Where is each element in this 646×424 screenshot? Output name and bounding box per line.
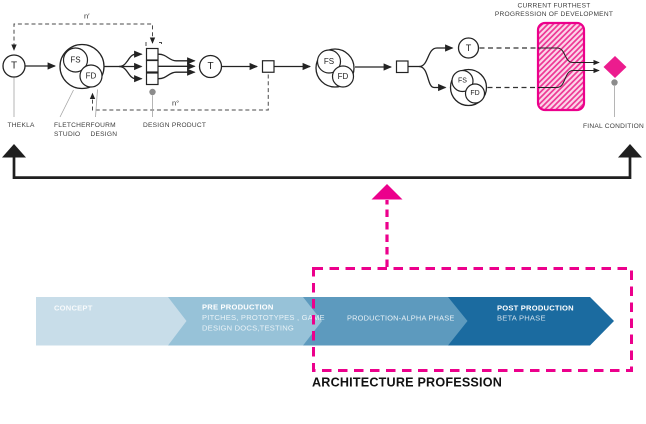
fs-circle [62,47,89,73]
fd-letter: FD [338,72,349,81]
final-condition-diamond [603,56,627,78]
progression-block [536,21,586,112]
header-label-2: PROGRESSION OF DEVELOPMENT [495,11,613,18]
stage-post-production-title: POST PRODUCTION [497,304,574,313]
fourm-label-1: FOURM [91,122,116,129]
block-exit-top [538,47,600,66]
bracket-marks [145,42,162,46]
stage-post-production [448,297,614,346]
t2-node-circle [198,54,223,79]
merge-top [158,53,196,65]
studio-node-1: FS FD [59,43,105,90]
stage-production-alpha [303,297,468,346]
n-prime-label: n′ [84,12,90,21]
span-arrowhead-left [2,144,26,158]
pink-arrowhead [371,184,403,200]
stage-pre-production-line1: PITCHES, PROTOTYPES , GAME [202,313,325,322]
pink-up-arrow [371,184,403,267]
span-arrowhead-right [618,144,642,158]
fletcher-pointer-line [59,89,74,118]
span-arrow [2,144,642,179]
t2-node-letter: T [207,61,213,72]
final-anchor-dot [611,79,618,86]
merge-bottom [158,68,196,80]
fs-circle [451,69,474,93]
final-condition-label: FINAL CONDITION [583,123,644,130]
milestone-square-1 [261,60,275,73]
feedback-loop-n-iter [89,74,269,111]
product-square-2 [145,59,159,73]
stage-pre-production-line2: DESIGN DOCS,TESTING [202,324,294,333]
top-flow-diagram: n′ n° T FS FD T [2,3,644,138]
design-product-label: DESIGN PRODUCT [143,122,206,129]
stage-pre-production-title: PRE PRODUCTION [202,303,274,312]
product-anchor-dot [149,88,156,96]
stage-production-alpha-title: PRODUCTION-ALPHA PHASE [347,314,454,323]
thekla-label: THEKLA [8,122,36,129]
t3-node-circle [457,37,480,59]
fs-letter: FS [70,56,80,65]
fs-letter: FS [324,57,334,66]
thekla-node-letter: T [11,61,17,72]
studio-node-2: FS FD [315,48,355,88]
split-branch-bottom [118,65,143,83]
thekla-node-circle [2,54,26,78]
product-square-3 [145,72,159,86]
span-arrow-line [12,157,632,179]
fs-letter: FS [458,78,467,85]
product-square-1 [145,47,159,61]
architecture-highlight-box [312,267,633,372]
fletcher-label-1: FLETCHER [54,122,91,129]
fd-letter: FD [86,72,97,81]
fourm-label-2: DESIGN [91,131,118,138]
studio-node-3: FS FD [449,68,488,107]
fd-circle [464,83,486,104]
timeline-chevrons: CONCEPT PRE PRODUCTION PITCHES, PROTOTYP… [36,297,614,346]
fd-circle [79,64,103,88]
fs-circle [316,49,342,74]
fletcher-label-2: STUDIO [54,131,80,138]
block-exit-bottom [538,67,600,88]
header-label-1: CURRENT FURTHEST [518,3,591,10]
fd-circle [331,65,355,88]
feedback-loop-n-prime [11,23,156,51]
n-iter-label: n° [172,99,179,108]
stage-post-production-line1: BETA PHASE [497,314,546,323]
stage-concept [36,297,187,346]
fork-bottom [418,65,447,92]
architecture-profession-caption: ARCHITECTURE PROFESSION [312,376,502,390]
fourm-pointer-line [95,89,98,118]
stage-concept-title: CONCEPT [54,304,93,313]
split-branch-top [118,50,143,68]
stage-pre-production [168,297,322,346]
design-product-squares [145,47,159,96]
fd-letter: FD [470,90,479,97]
milestone-square-2 [395,60,409,74]
fork-top [418,44,454,68]
t3-node-letter: T [466,43,472,53]
